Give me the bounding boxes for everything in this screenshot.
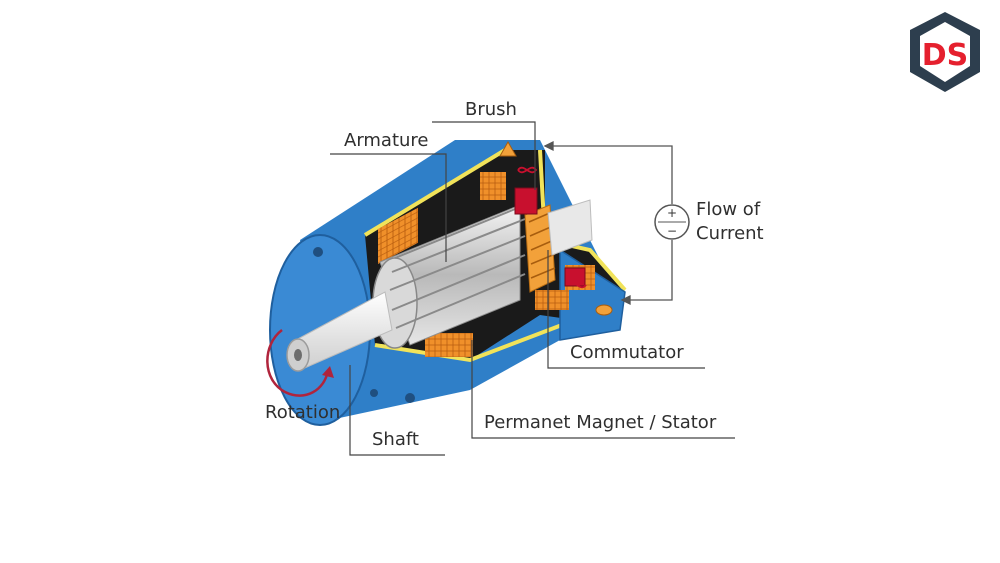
label-magnet-stator: Permanet Magnet / Stator (484, 412, 717, 433)
magnet-upper (378, 207, 418, 265)
magnet-lower-2 (535, 290, 569, 310)
label-flow-of: Flow of (696, 199, 761, 220)
label-rotation: Rotation (265, 402, 341, 423)
armature-slots (389, 204, 526, 329)
brush-bottom (564, 267, 586, 287)
leader-shaft (349, 365, 445, 456)
shaft-end-hole (294, 349, 302, 361)
label-commutator: Commutator (570, 342, 684, 363)
commutator-segments (528, 211, 556, 279)
circuit-wires (543, 140, 673, 306)
leader-commutator (547, 250, 705, 369)
brush-spring-bottom (567, 281, 587, 289)
voltage-source-icon: + − (654, 204, 690, 240)
screw-icon (313, 247, 323, 257)
label-current: Current (696, 223, 764, 244)
leader-lines (330, 121, 735, 456)
wire-arrow-bottom-icon (620, 294, 631, 306)
ds-logo: DS (910, 12, 980, 92)
shaft (286, 199, 593, 372)
screw-icon (405, 393, 415, 403)
leader-brush (432, 121, 536, 190)
brush-spring-top (517, 166, 538, 174)
rotation-arrow-icon (266, 329, 334, 397)
wire-arrow-top-icon (543, 140, 554, 152)
label-armature: Armature (344, 130, 429, 151)
wire-bottom (622, 240, 673, 301)
brush-top (514, 187, 538, 215)
leader-armature (330, 153, 447, 262)
brush-assembly (499, 140, 613, 316)
label-brush: Brush (465, 99, 517, 120)
magnet-upper-2 (480, 172, 506, 200)
magnet-lower (425, 333, 473, 357)
source-minus: − (667, 224, 677, 238)
terminal-top-icon (499, 140, 517, 157)
shaft-rear (547, 199, 593, 256)
terminal-bottom-icon (595, 304, 613, 316)
source-plus: + (667, 206, 677, 220)
logo-text: DS (922, 38, 969, 73)
leader-stator (471, 340, 735, 439)
wire-top (545, 145, 673, 204)
screw-icon (370, 389, 378, 397)
label-shaft: Shaft (372, 429, 419, 450)
